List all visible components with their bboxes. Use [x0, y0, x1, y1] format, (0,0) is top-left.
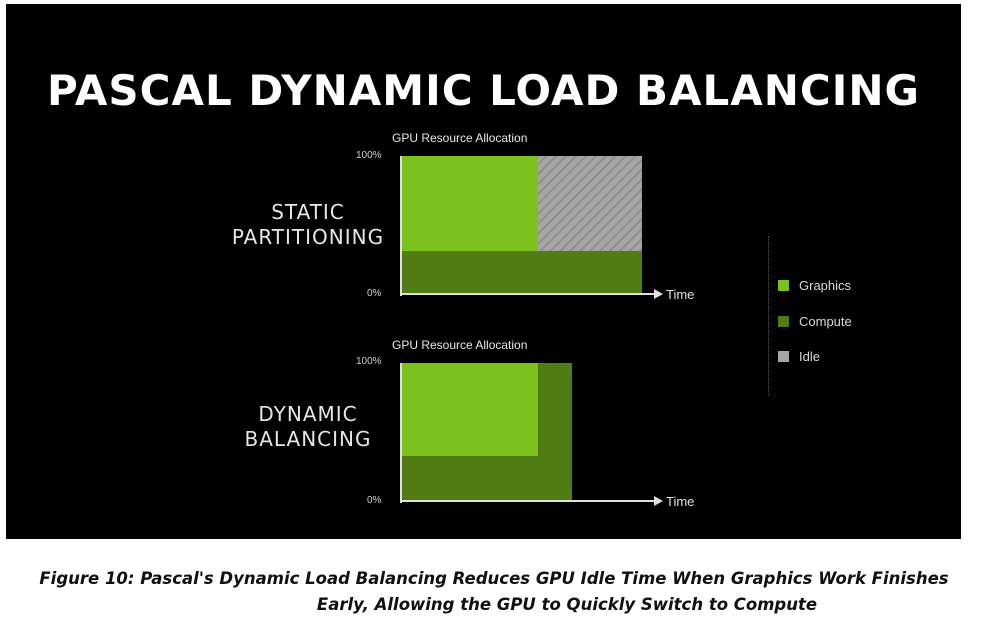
slide: PASCAL DYNAMIC LOAD BALANCING STATIC PAR…: [6, 4, 961, 539]
legend-item-idle: Idle: [778, 349, 820, 364]
legend-label: Compute: [799, 314, 852, 329]
idle-block: [538, 156, 642, 251]
y-axis: [400, 363, 402, 503]
legend-item-graphics: Graphics: [778, 278, 851, 293]
legend-item-compute: Compute: [778, 314, 852, 329]
legend-label: Graphics: [799, 278, 852, 293]
row-label-line: PARTITIONING: [231, 225, 385, 249]
legend-divider: [768, 236, 769, 396]
graphics-block: [402, 363, 538, 456]
compute-block: [402, 251, 642, 294]
x-axis-arrow-icon: [654, 496, 663, 506]
row-label-line: DYNAMIC: [258, 402, 358, 426]
compute-swatch: [778, 316, 789, 327]
idle-swatch: [778, 351, 789, 362]
x-axis-label: Time: [666, 494, 695, 509]
graphics-block: [402, 156, 538, 251]
figure-caption: Figure 10: Pascal's Dynamic Load Balanci…: [0, 566, 984, 618]
graphics-swatch: [778, 280, 789, 291]
row-label-line: BALANCING: [244, 427, 372, 451]
chart-title: GPU Resource Allocation: [392, 131, 528, 145]
caption-line: Early, Allowing the GPU to Quickly Switc…: [316, 595, 818, 614]
y-tick-bottom: 0%: [367, 495, 382, 506]
x-axis: [400, 500, 654, 502]
slide-title: PASCAL DYNAMIC LOAD BALANCING: [47, 66, 920, 115]
dynamic-balancing-label: DYNAMIC BALANCING: [218, 402, 398, 452]
y-tick-top: 100%: [356, 356, 382, 367]
x-axis-label: Time: [666, 287, 695, 302]
y-tick-top: 100%: [356, 150, 382, 161]
x-axis-arrow-icon: [654, 289, 663, 299]
row-label-line: STATIC: [271, 200, 345, 224]
x-axis: [400, 293, 654, 295]
static-partitioning-label: STATIC PARTITIONING: [218, 200, 398, 250]
y-axis: [400, 156, 402, 296]
caption-line: Figure 10: Pascal's Dynamic Load Balanci…: [39, 569, 949, 588]
y-tick-bottom: 0%: [367, 288, 382, 299]
chart-title: GPU Resource Allocation: [392, 338, 528, 352]
legend-label: Idle: [799, 349, 820, 364]
